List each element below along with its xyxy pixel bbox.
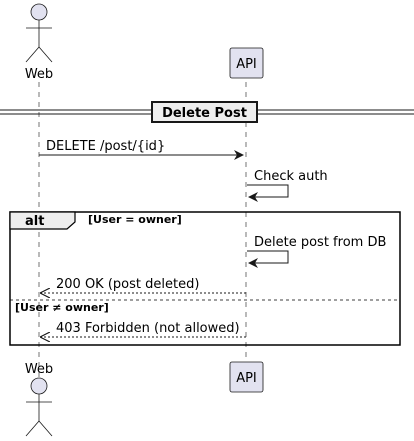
alt-keyword: alt	[25, 214, 44, 229]
ok-response-label: 200 OK (post deleted)	[56, 277, 199, 292]
web-actor-label-top: Web	[25, 67, 53, 82]
guard-not-owner: [User ≠ owner]	[15, 301, 109, 314]
api-participant-top: API	[229, 47, 264, 79]
web-actor-top: Web	[25, 3, 53, 82]
forbidden-response-label: 403 Forbidden (not allowed)	[56, 321, 240, 336]
forbidden-response-message: 403 Forbidden (not allowed)	[41, 321, 246, 337]
delete-request-label: DELETE /post/{id}	[46, 139, 165, 154]
api-participant-label-bottom: API	[236, 371, 257, 386]
delete-post-divider: Delete Post	[0, 101, 414, 123]
ok-response-message: 200 OK (post deleted)	[41, 277, 246, 293]
delete-from-db-message: Delete post from DB	[247, 235, 386, 268]
delete-from-db-label: Delete post from DB	[254, 235, 386, 250]
check-auth-message: Check auth	[247, 169, 328, 202]
delete-request-message: DELETE /post/{id}	[39, 139, 244, 160]
divider-title: Delete Post	[162, 106, 247, 121]
guard-owner: [User = owner]	[88, 213, 182, 226]
alt-fragment: alt [User = owner] [User ≠ owner]	[9, 211, 401, 346]
api-participant-label-top: API	[236, 57, 257, 72]
web-actor-label-bottom: Web	[25, 362, 53, 377]
api-participant-bottom: API	[229, 361, 264, 393]
check-auth-label: Check auth	[254, 169, 328, 184]
web-actor-bottom: Web	[25, 362, 53, 437]
